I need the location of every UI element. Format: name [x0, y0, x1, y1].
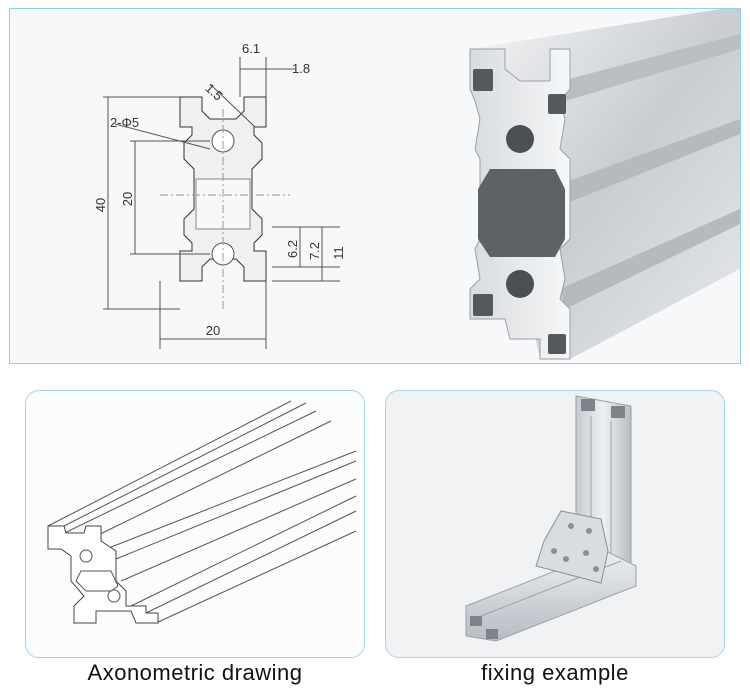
- dim-top: 6.1: [242, 41, 260, 56]
- technical-drawing: 6.1 1.8 1.5 2-Φ5 40 20 6.2 7.2 11 20: [93, 41, 346, 349]
- profile-photo: [469, 9, 740, 360]
- dim-72: 7.2: [307, 242, 322, 260]
- dim-diag: 1.5: [202, 80, 225, 103]
- photo-hole-top: [506, 125, 534, 153]
- fixing-example-render: [465, 395, 637, 642]
- axo-end-face: [47, 525, 159, 624]
- dim-height: 40: [93, 198, 108, 212]
- axonometric-card: [25, 390, 365, 658]
- dim-width: 20: [206, 323, 220, 338]
- photo-hole-bottom: [506, 270, 534, 298]
- corner-bracket: [535, 510, 609, 584]
- dim-holes: 2-Φ5: [110, 115, 139, 130]
- dim-62: 6.2: [285, 240, 300, 258]
- product-spec-panel: 6.1 1.8 1.5 2-Φ5 40 20 6.2 7.2 11 20: [9, 8, 741, 364]
- fixing-example-card: [385, 390, 725, 658]
- dim-right: 1.8: [292, 61, 310, 76]
- dim-inner: 20: [120, 192, 135, 206]
- axonometric-drawing: [47, 400, 357, 624]
- caption-axonometric: Axonometric drawing: [87, 660, 303, 685]
- caption-fixing-example: fixing example: [481, 660, 629, 685]
- dim-11: 11: [331, 246, 346, 260]
